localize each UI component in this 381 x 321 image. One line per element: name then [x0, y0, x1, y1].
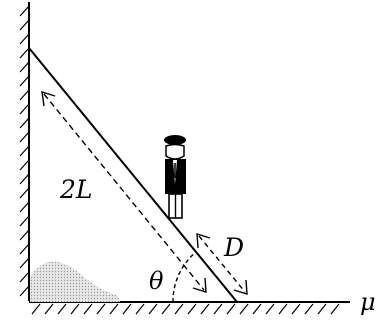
distance-label: D	[223, 233, 244, 262]
angle-label: θ	[149, 267, 164, 295]
friction-label: μ	[360, 288, 376, 316]
wall-hatch	[19, 5, 30, 297]
sand-pile	[30, 261, 120, 302]
wall	[19, 2, 30, 301]
floor-hatch	[31, 303, 340, 315]
floor	[29, 301, 350, 315]
ladder	[28, 47, 238, 303]
angle-arc	[172, 251, 197, 303]
distance-dimension-arrow	[196, 233, 248, 295]
ladder-length-label: 2L	[59, 175, 93, 204]
person-icon	[164, 135, 186, 219]
length-dimension-arrow	[41, 91, 207, 293]
